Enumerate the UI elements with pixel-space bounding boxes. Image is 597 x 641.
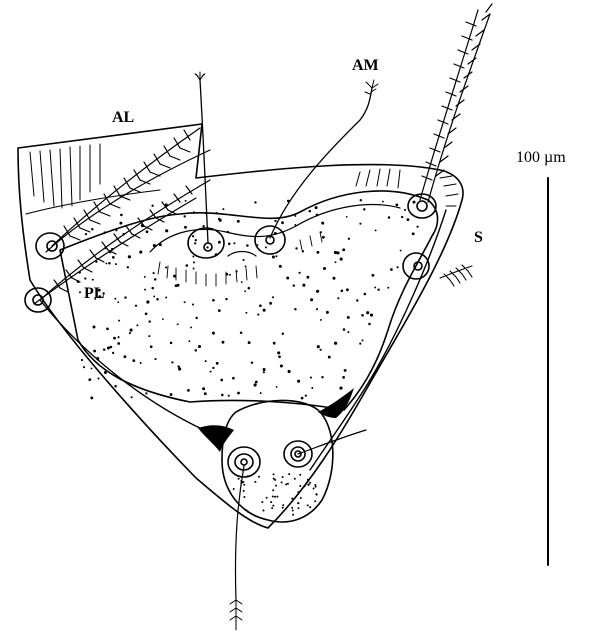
center-squiggle	[228, 252, 256, 257]
right-feathered-seta	[420, 4, 492, 202]
anal-socket-left	[228, 447, 260, 477]
am-seta-left	[200, 80, 208, 243]
s-seta	[440, 265, 472, 286]
arch-fringe	[158, 232, 322, 286]
label-s: S	[474, 229, 483, 247]
am-seta-left-tip	[195, 72, 205, 80]
am-seta-right	[270, 88, 372, 238]
label-al: AL	[112, 109, 134, 127]
label-pl: PL	[84, 285, 104, 303]
anterior-right-hatching	[356, 169, 458, 206]
label-am: AM	[352, 57, 379, 75]
left-lateral-groove	[40, 300, 204, 430]
al-socket	[36, 233, 64, 259]
anal-seta-down-tip	[230, 600, 242, 630]
shield-outline	[18, 124, 463, 528]
inner-outline	[60, 191, 438, 410]
am-seta-right-tip	[365, 80, 378, 94]
am-socket-right	[255, 226, 285, 254]
anal-seta-down	[235, 466, 244, 600]
scale-bar-label: 100 µm	[516, 149, 566, 167]
anal-dark-left	[198, 425, 234, 452]
